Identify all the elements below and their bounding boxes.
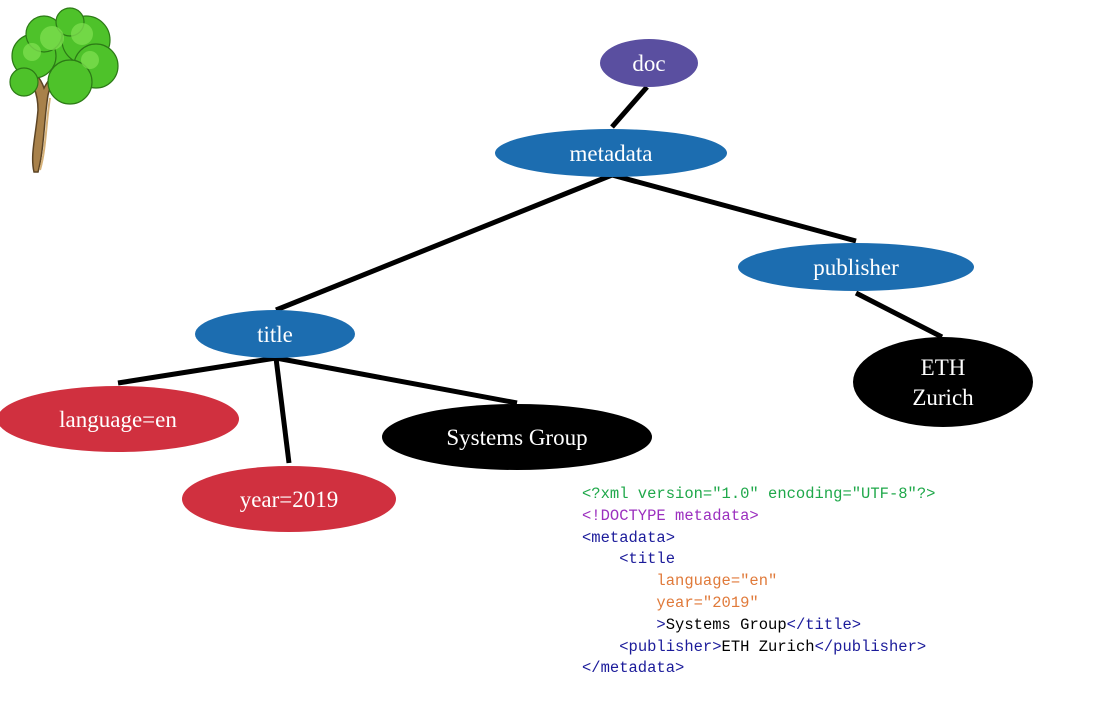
node-doc-ellipse — [600, 39, 698, 87]
code-token: </publisher> — [814, 637, 927, 656]
edge-title-language — [117, 355, 277, 386]
code-token: language="en" — [656, 572, 778, 591]
node-eth-zurich: ETH Zurich — [853, 337, 1033, 427]
node-language-ellipse — [0, 386, 239, 452]
node-language-label: language=en — [59, 407, 177, 432]
code-token: ETH Zurich — [721, 637, 815, 656]
node-systems-group-ellipse — [382, 404, 652, 470]
node-eth-zurich-label: ETH — [921, 355, 966, 380]
node-metadata: metadata — [495, 129, 727, 177]
edge-publisher-eth-zurich — [854, 290, 944, 340]
edge-metadata-title — [275, 172, 613, 313]
node-eth-zurich-label: Zurich — [912, 385, 974, 410]
node-publisher: publisher — [738, 243, 974, 291]
edge-title-year — [273, 357, 292, 464]
tree-edges — [117, 85, 944, 464]
edge-metadata-publisher — [611, 172, 857, 244]
code-line: </metadata> — [582, 658, 935, 680]
code-token: <title — [619, 550, 676, 569]
code-token: year="2019" — [656, 593, 759, 612]
node-year-ellipse — [182, 466, 396, 532]
xml-source-code: <?xml version="1.0" encoding="UTF-8"?> <!… — [582, 484, 935, 680]
code-line: <!DOCTYPE metadata> — [582, 506, 935, 528]
code-line: <title — [582, 549, 935, 571]
code-token: <!DOCTYPE metadata> — [582, 506, 759, 525]
code-line: <publisher>ETH Zurich</publisher> — [582, 637, 935, 659]
node-title-ellipse — [195, 310, 355, 358]
node-doc: doc — [600, 39, 698, 87]
node-year-label: year=2019 — [240, 487, 339, 512]
node-publisher-ellipse — [738, 243, 974, 291]
node-eth-zurich-ellipse — [853, 337, 1033, 427]
node-systems-group: Systems Group — [382, 404, 652, 470]
code-token: </title> — [786, 615, 862, 634]
code-line: <?xml version="1.0" encoding="UTF-8"?> — [582, 484, 935, 506]
code-token: > — [656, 615, 666, 634]
node-title-label: title — [257, 322, 293, 347]
code-line: language="en" — [582, 571, 935, 593]
edge-doc-metadata — [610, 85, 649, 129]
node-metadata-label: metadata — [569, 141, 652, 166]
node-language: language=en — [0, 386, 239, 452]
code-line: year="2019" — [582, 593, 935, 615]
code-line: <metadata> — [582, 528, 935, 550]
node-title: title — [195, 310, 355, 358]
code-token: <?xml version="1.0" encoding="UTF-8"?> — [582, 485, 936, 503]
code-token: <metadata> — [582, 528, 676, 547]
node-year: year=2019 — [182, 466, 396, 532]
code-token: <publisher> — [619, 637, 722, 656]
node-systems-group-label: Systems Group — [446, 425, 587, 450]
code-token: Systems Group — [665, 615, 787, 634]
node-metadata-ellipse — [495, 129, 727, 177]
code-line: >Systems Group</title> — [582, 615, 935, 637]
node-publisher-label: publisher — [813, 255, 899, 280]
code-token: </metadata> — [582, 659, 685, 678]
node-doc-label: doc — [632, 51, 665, 76]
tree-icon — [9, 7, 119, 173]
edge-title-systems-group — [275, 355, 518, 406]
